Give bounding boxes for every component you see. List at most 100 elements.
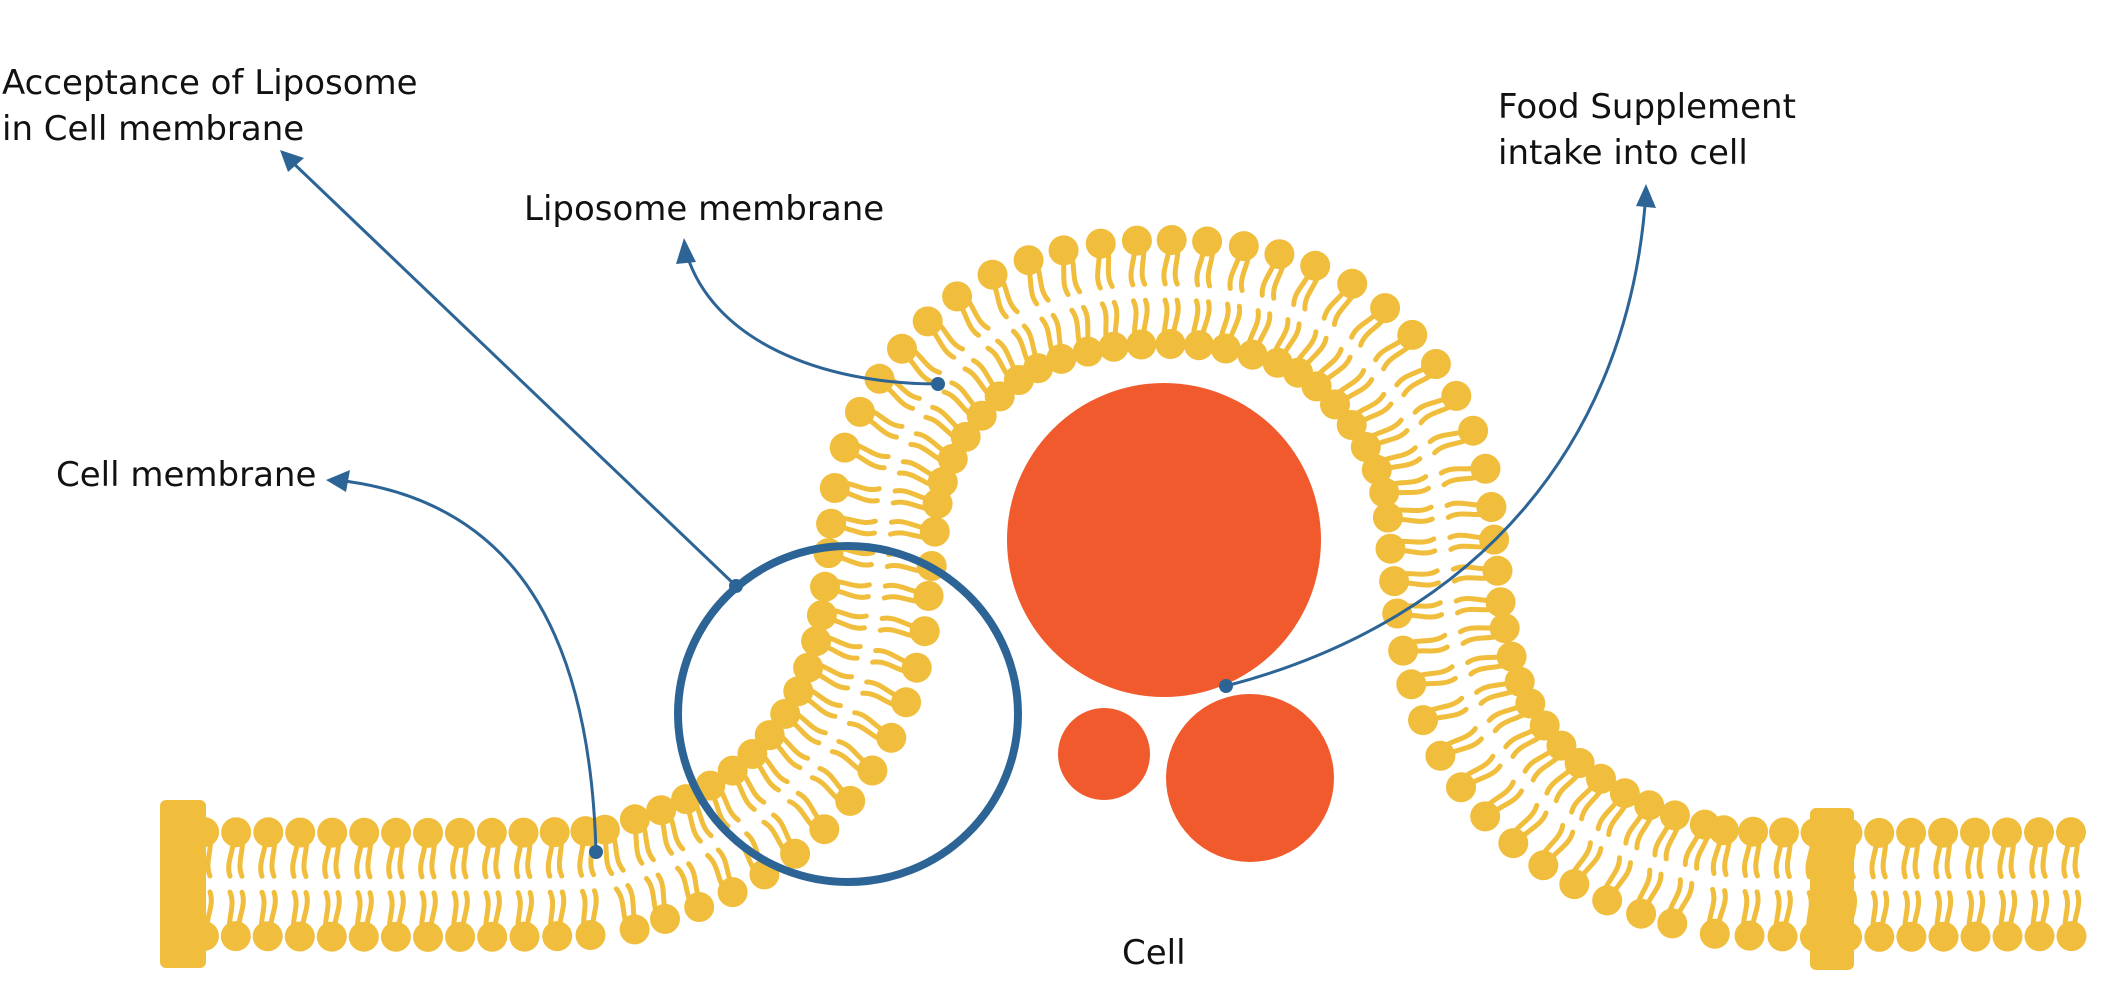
- acceptance-label-line2: in Cell membrane: [2, 109, 305, 149]
- lipid-head: [589, 814, 620, 845]
- lipid-head: [737, 739, 768, 769]
- lipid-head: [1515, 688, 1546, 719]
- lipid-head: [919, 516, 950, 547]
- cell-membrane-label: Cell membrane: [56, 455, 317, 495]
- lipid-head: [909, 616, 940, 647]
- lipid-head: [887, 333, 917, 364]
- lipid-head: [783, 676, 814, 707]
- lipid-head: [1350, 432, 1381, 462]
- lipid-head: [575, 920, 606, 950]
- lipid-head: [1046, 343, 1077, 374]
- lipid-head: [316, 921, 347, 952]
- lipid-head: [1121, 225, 1152, 256]
- lipid-head: [1446, 772, 1476, 803]
- lipid-head: [1228, 231, 1259, 262]
- lipid-head: [444, 817, 475, 848]
- lipid-head: [2024, 921, 2055, 952]
- food-supplement-pointer-dot: [1219, 679, 1233, 693]
- lipid-head: [1960, 921, 1991, 952]
- lipid-head: [220, 921, 251, 952]
- acceptance-pointer: [288, 158, 738, 588]
- nutrient-small: [1058, 708, 1150, 800]
- lipid-head: [2056, 817, 2086, 848]
- lipid-head: [809, 814, 840, 845]
- lipid-head: [2024, 817, 2054, 848]
- lipid-head: [1425, 740, 1456, 771]
- lipid-head: [1738, 816, 1769, 847]
- lipid-head: [349, 817, 380, 848]
- lipid-head: [966, 400, 997, 431]
- lipid-head: [1396, 669, 1427, 700]
- lipid-head: [1626, 898, 1657, 929]
- lipid-head: [380, 921, 411, 952]
- lipid-head: [2056, 921, 2087, 952]
- lipid-head: [1048, 235, 1079, 266]
- lipid-head: [413, 921, 443, 952]
- lipid-head: [1482, 555, 1513, 586]
- lipid-head: [1659, 800, 1690, 831]
- lipid-head: [348, 921, 379, 952]
- lipid-head: [1559, 869, 1590, 900]
- lipid-head: [1769, 817, 1799, 848]
- lipid-head: [1896, 921, 1927, 952]
- lipid-head: [619, 914, 650, 945]
- lipid-head: [1708, 815, 1739, 846]
- lipid-head: [1300, 250, 1331, 281]
- liposome-membrane-pointer-dot: [931, 377, 945, 391]
- lipid-head: [1458, 415, 1489, 446]
- lipid-head: [1992, 921, 2023, 952]
- lipid-head: [695, 770, 726, 801]
- cell-membrane-pointer-dot: [589, 845, 603, 859]
- membrane-end-cap-right: [1810, 808, 1854, 970]
- lipid-head: [1264, 239, 1295, 270]
- lipid-head: [1496, 641, 1527, 672]
- lipid-head: [1156, 225, 1187, 255]
- lipid-head: [1337, 268, 1368, 299]
- lipid-head: [1192, 226, 1223, 257]
- lipid-head: [754, 720, 785, 751]
- acceptance-pointer-dot: [729, 579, 743, 593]
- lipid-head: [1320, 389, 1350, 420]
- lipid-head: [317, 817, 348, 848]
- lipid-head: [770, 698, 801, 729]
- lipid-head: [1375, 533, 1406, 564]
- lipid-head: [1013, 245, 1044, 276]
- lipid-head: [1098, 331, 1129, 362]
- lipid-head: [1489, 613, 1520, 644]
- lipid-head: [801, 626, 832, 657]
- lipid-head: [1609, 778, 1640, 809]
- lipid-head: [876, 722, 907, 753]
- lipid-head: [1992, 817, 2022, 848]
- lipid-head: [381, 817, 412, 848]
- lipid-head: [1928, 921, 1959, 952]
- lipid-head: [1361, 454, 1392, 485]
- lipid-bilayer: [188, 225, 2087, 952]
- lipid-head: [1382, 598, 1413, 629]
- lipid-head: [1397, 319, 1428, 350]
- liposome-membrane-label: Liposome membrane: [524, 189, 885, 229]
- lipid-head: [1896, 817, 1927, 848]
- lipid-head: [413, 817, 443, 848]
- lipid-head: [1301, 371, 1332, 402]
- pointer-lines: [288, 158, 1648, 853]
- lipid-head: [857, 755, 888, 786]
- lipid-head: [1210, 333, 1241, 364]
- lipid-head: [806, 600, 837, 631]
- lipid-head: [221, 817, 252, 848]
- lipid-head: [816, 508, 847, 539]
- liposome-membrane-pointer: [684, 251, 939, 386]
- lipid-head: [1072, 336, 1103, 367]
- lipid-head: [1734, 920, 1765, 951]
- lipid-head: [539, 817, 570, 848]
- lipid-head: [1470, 453, 1501, 484]
- lipid-head: [912, 306, 943, 337]
- lipid-head: [1420, 349, 1451, 379]
- lipid-head: [1767, 921, 1798, 952]
- lipid-head: [845, 396, 875, 427]
- cell-membrane-arrowhead: [326, 470, 350, 492]
- lipid-head: [1372, 502, 1403, 533]
- lipid-head: [1498, 828, 1529, 859]
- lipid-head: [650, 903, 680, 934]
- lipid-head: [819, 473, 850, 503]
